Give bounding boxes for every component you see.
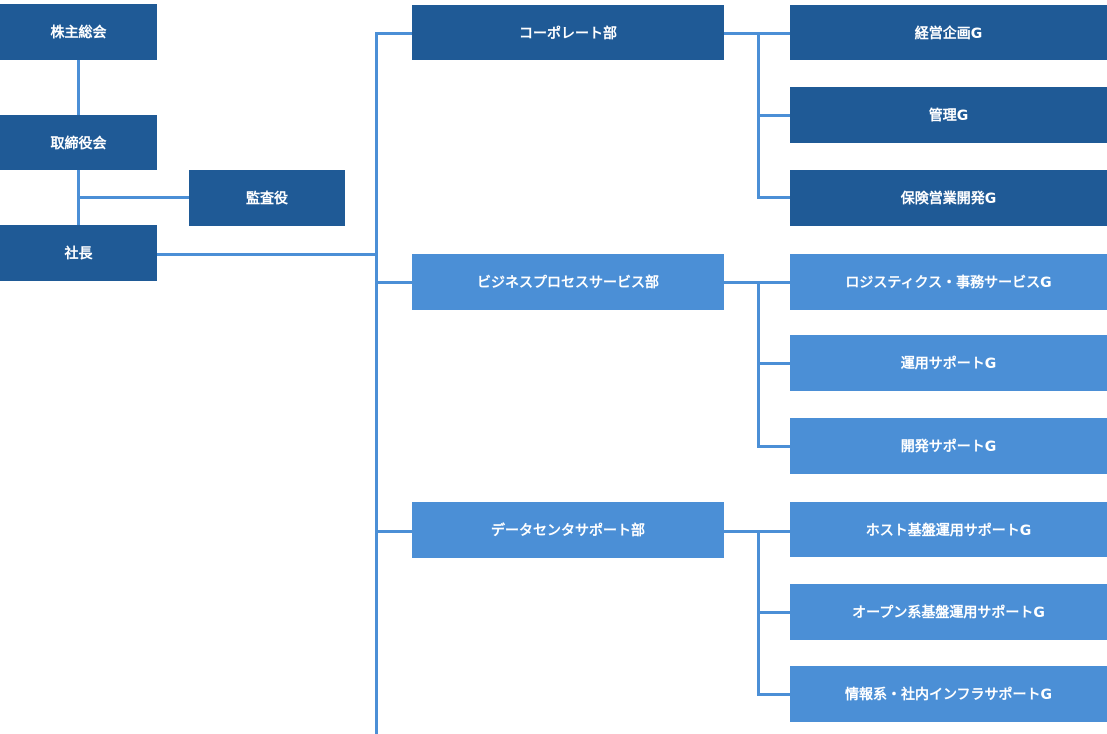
connector-main-trunk — [375, 32, 378, 734]
node-board-of-directors: 取締役会 — [0, 115, 157, 170]
connector-president-trunk — [157, 253, 378, 256]
node-label: オープン系基盤運用サポートG — [852, 605, 1045, 621]
connector-div1-g3 — [757, 196, 790, 199]
node-group-insurance-sales: 保険営業開発G — [790, 170, 1107, 226]
node-label: 管理G — [928, 108, 969, 124]
node-label: 開発サポートG — [900, 439, 997, 455]
node-group-open-infra: オープン系基盤運用サポートG — [790, 584, 1107, 640]
node-label: 情報系・社内インフラサポートG — [844, 687, 1053, 703]
node-label: 保険営業開発G — [900, 191, 997, 207]
node-label: コーポレート部 — [519, 25, 617, 42]
node-group-logistics: ロジスティクス・事務サービスG — [790, 254, 1107, 310]
node-group-ops-support: 運用サポートG — [790, 335, 1107, 391]
node-label: 経営企画G — [914, 25, 983, 42]
node-label: データセンタサポート部 — [491, 523, 645, 539]
connector-trunk-div1 — [375, 32, 412, 35]
connector-div2-g2 — [757, 362, 790, 365]
node-label: 社長 — [64, 246, 93, 262]
node-division-corporate: コーポレート部 — [412, 5, 724, 60]
connector-auditor — [77, 196, 189, 199]
node-president: 社長 — [0, 225, 157, 281]
node-label: 運用サポートG — [900, 356, 997, 372]
node-label: ロジスティクス・事務サービスG — [845, 275, 1052, 291]
node-label: 監査役 — [246, 191, 288, 207]
node-label: ビジネスプロセスサービス部 — [477, 275, 659, 291]
node-division-datacenter: データセンタサポート部 — [412, 502, 724, 558]
node-group-host-infra: ホスト基盤運用サポートG — [790, 502, 1107, 557]
connector-trunk-div3 — [375, 530, 412, 533]
connector-trunk-div2 — [375, 281, 412, 284]
connector-div3-g3 — [757, 693, 790, 696]
node-group-management: 管理G — [790, 87, 1107, 143]
node-auditor: 監査役 — [189, 170, 345, 226]
node-label: 取締役会 — [50, 135, 107, 152]
node-group-dev-support: 開発サポートG — [790, 418, 1107, 474]
node-group-info-infra: 情報系・社内インフラサポートG — [790, 666, 1107, 722]
node-shareholders-meeting: 株主総会 — [0, 4, 157, 60]
node-group-planning: 経営企画G — [790, 5, 1107, 60]
connector-div1-g2 — [757, 114, 790, 117]
connector-div3-g2 — [757, 611, 790, 614]
node-label: 株主総会 — [50, 25, 107, 41]
node-division-business-process: ビジネスプロセスサービス部 — [412, 254, 724, 310]
connector-shareholders-board — [77, 60, 80, 117]
node-label: ホスト基盤運用サポートG — [865, 522, 1032, 539]
connector-div2-g3 — [757, 445, 790, 448]
